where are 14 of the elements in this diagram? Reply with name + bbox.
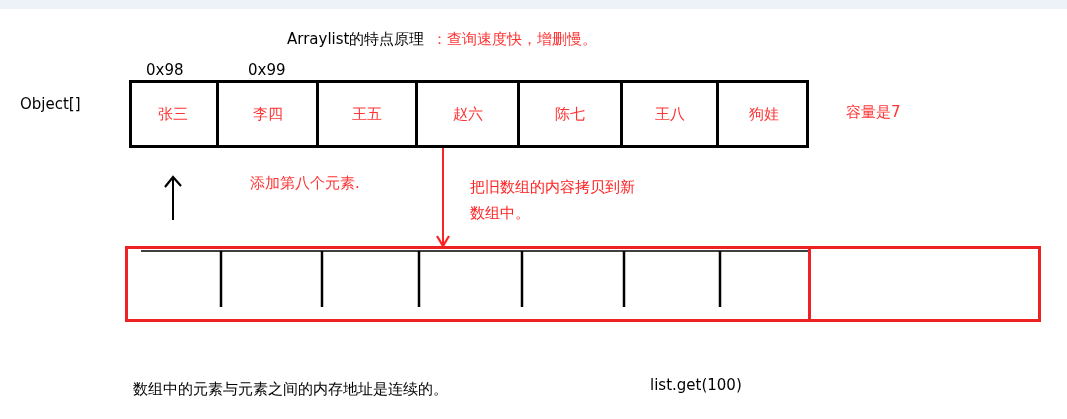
address-label: 0x99 [248,61,286,79]
note: 添加第八个元素. [250,174,360,193]
title-note: ：查询速度快，增删慢。 [432,30,597,49]
edge-label: 把旧数组的内容拷贝到新数组中。 [470,177,636,224]
array-box [129,80,809,148]
type-label: Object[] [20,95,81,113]
capacity-label: 容量是7 [846,103,901,122]
code-label: list.get(100) [650,376,742,394]
array-cell: 张三 [129,80,216,148]
arrow [435,147,451,248]
new-array-box [125,246,1041,322]
address-label: 0x98 [146,61,184,79]
title: Arraylist的特点原理 [287,30,425,49]
note: 数组中的元素与元素之间的内存地址是连续的。 [133,380,448,399]
